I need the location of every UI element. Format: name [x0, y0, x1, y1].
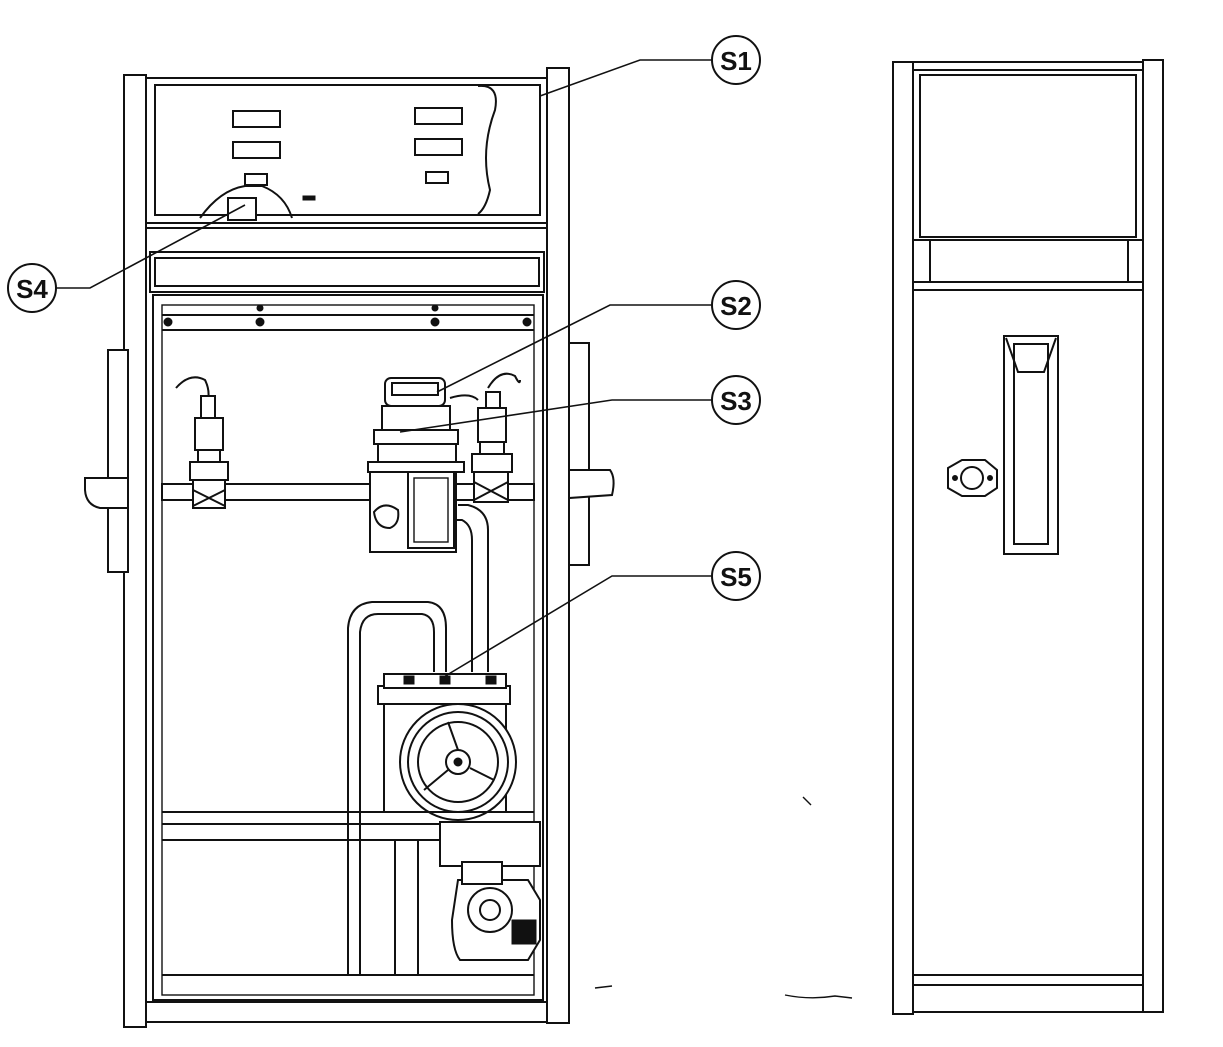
display-window: [232, 110, 281, 128]
inner-compartment: [152, 294, 544, 1001]
display-window: [414, 107, 463, 125]
upper-beam: [149, 251, 545, 293]
right-solenoid-valve: [471, 372, 521, 503]
callout-label: S4: [16, 274, 48, 304]
callout-s4: S4: [7, 204, 246, 313]
callout-s3: S3: [399, 375, 761, 433]
callout-label: S5: [720, 562, 752, 592]
side-handle: [947, 459, 998, 497]
callout-s2: S2: [436, 280, 761, 393]
callout-s5: S5: [441, 551, 761, 679]
display-window: [425, 171, 449, 184]
return-pipe: [347, 601, 447, 975]
callout-label: S3: [720, 386, 752, 416]
keypad-bracket: [199, 185, 293, 219]
left-nozzle-holder: [84, 349, 129, 573]
display-window: [232, 141, 281, 159]
display-window: [414, 138, 463, 156]
right-column: [546, 67, 570, 1024]
flowmeter-assembly: [367, 377, 479, 553]
pump-assembly: [377, 673, 517, 821]
vertical-pipe: [458, 504, 489, 672]
cross-pipe: [161, 483, 535, 501]
motor: [439, 821, 541, 961]
base-plate: [145, 1001, 548, 1023]
callout-label: S1: [720, 46, 752, 76]
callout-label: S2: [720, 291, 752, 321]
right-nozzle-holder: [568, 342, 615, 566]
callout-s1: S1: [539, 35, 761, 97]
display-window: [244, 173, 268, 186]
left-solenoid-valve: [175, 376, 229, 509]
display-head: [145, 77, 548, 224]
scan-artifacts: [594, 796, 853, 999]
side-view: [892, 59, 1164, 1015]
front-view: [84, 67, 615, 1028]
side-nozzle-holder: [1003, 335, 1059, 555]
